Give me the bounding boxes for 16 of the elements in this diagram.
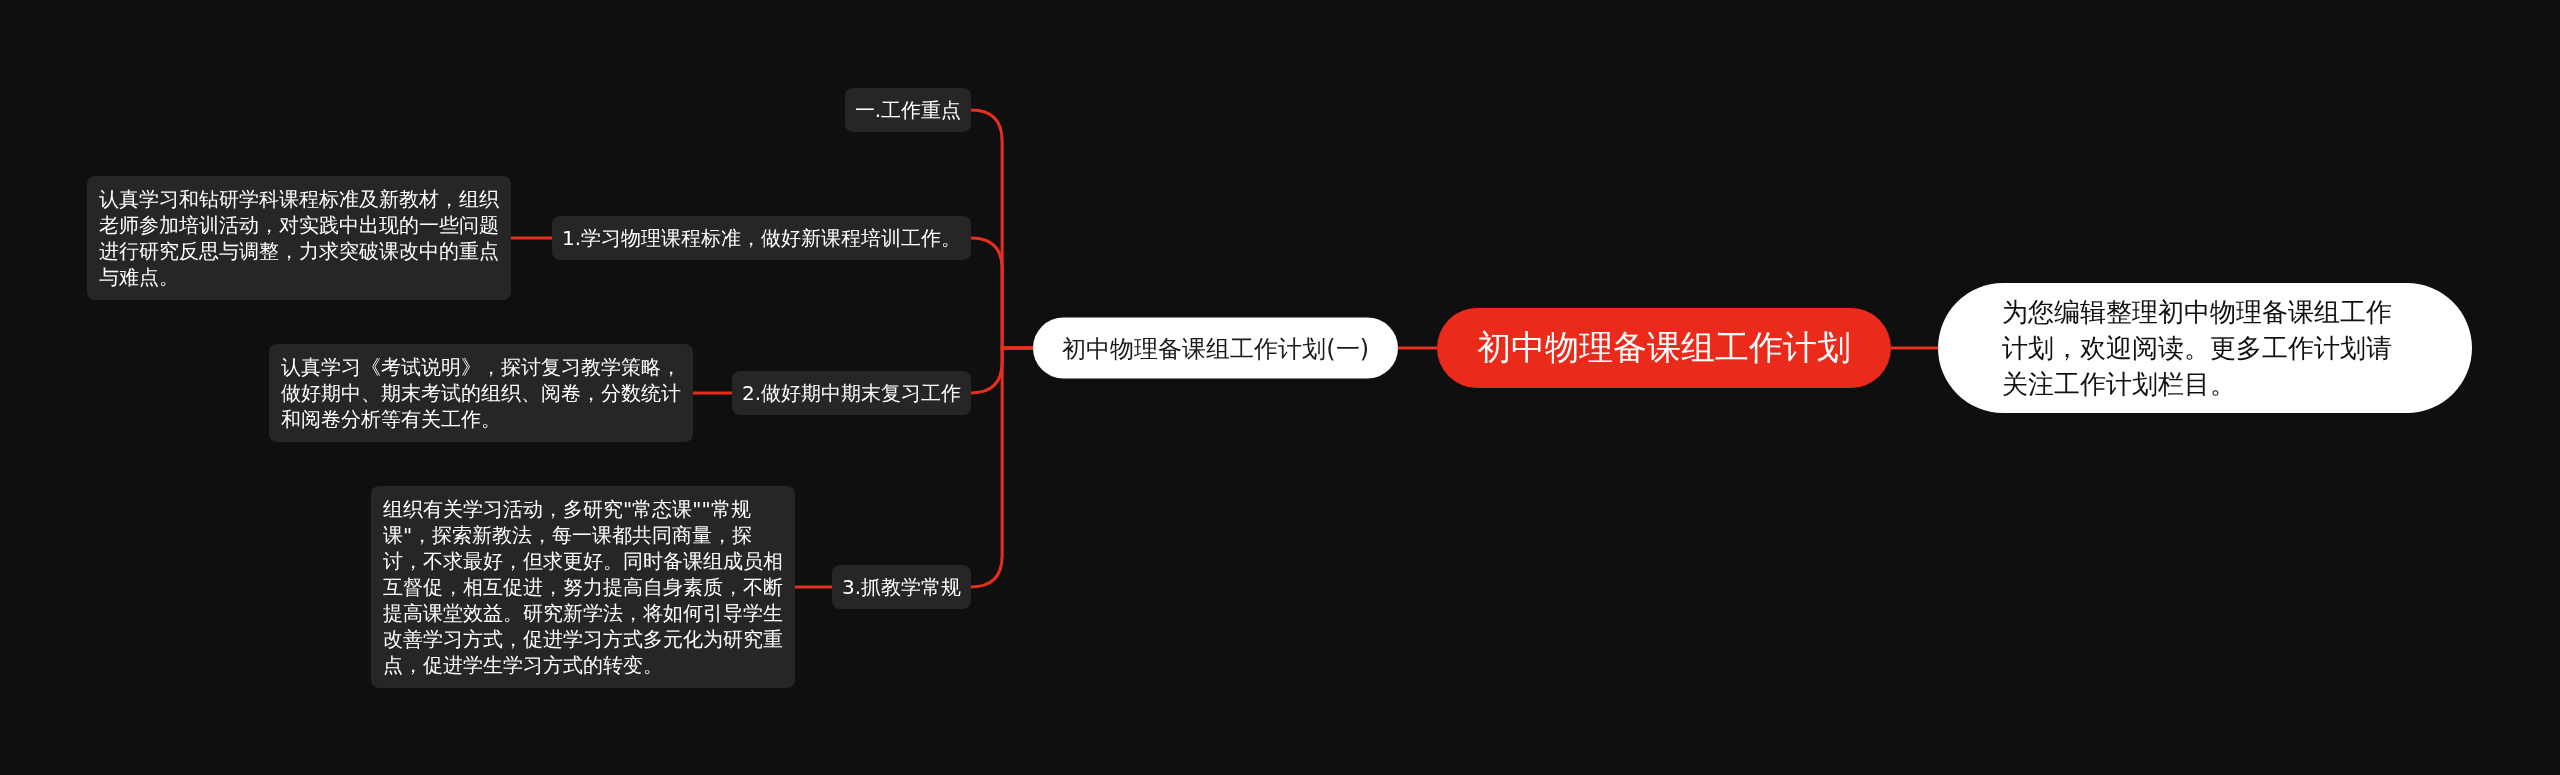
note-box: 认真学习和钻研学科课程标准及新教材，组织老师参加培训活动，对实践中出现的一些问题进行研究反思与调整，力求突破课改中的重点与难点。 <box>87 176 511 300</box>
connector-line <box>795 585 832 589</box>
summary-note: 为您编辑整理初中物理备课组工作计划，欢迎阅读。更多工作计划请关注工作计划栏目。 <box>1938 283 2472 413</box>
connector-line <box>1398 346 1437 350</box>
topic-box: 3.抓教学常规 <box>831 565 971 609</box>
central-topic: 初中物理备课组工作计划 <box>1437 308 1891 388</box>
topic-box: 1.学习物理课程标准，做好新课程培训工作。 <box>551 216 971 260</box>
topic-box: 一.工作重点 <box>844 88 971 132</box>
note-box: 认真学习《考试说明》，探讨复习教学策略，做好期中、期末考试的组织、阅卷，分数统计和阅卷分析等有关工作。 <box>269 344 693 442</box>
connector-line <box>693 391 732 395</box>
connector-line <box>1891 346 1938 350</box>
note-box: 组织有关学习活动，多研究"常态课""常规课"，探索新教法，每一课都共同商量，探讨，不求最好，但求更好。同时备课组成员相互督促，相互促进，努力提高自身素质，不断提高课堂效益。研究新学法，将如何引导学生改善学习方式，促进学习方式多元化为研究重点，促进学生学习方式的转变。 <box>371 486 795 688</box>
topic-pill: 初中物理备课组工作计划(一) <box>1033 317 1398 379</box>
topic-box: 2.做好期中期末复习工作 <box>731 371 971 415</box>
connector-line <box>969 346 1034 589</box>
connector-line <box>511 236 552 240</box>
